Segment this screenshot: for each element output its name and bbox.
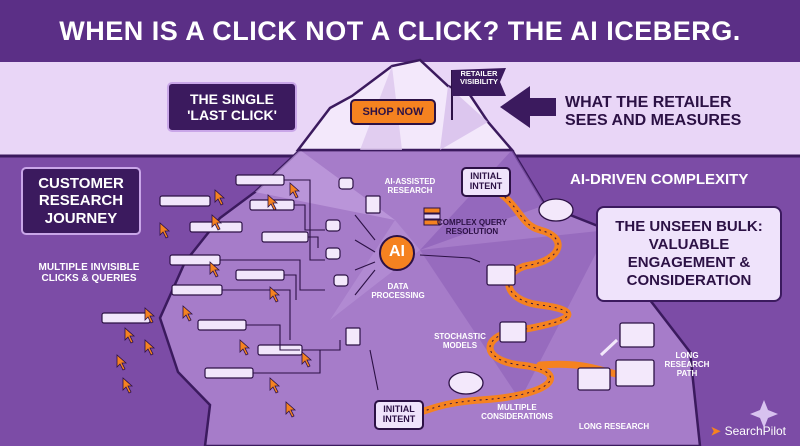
stochastic-label: STOCHASTIC MODELS [434, 332, 486, 350]
initial-intent-bottom-label: INITIAL INTENT [382, 404, 416, 424]
ai-research-label: AI-ASSISTED RESEARCH [384, 177, 436, 195]
brand-name: SearchPilot [724, 424, 786, 438]
thought-bubbles [448, 198, 574, 395]
path-screens [486, 264, 655, 391]
flag-cloth [452, 68, 506, 96]
retailer-sees-label: WHAT THE RETAILER SEES AND MEASURES [565, 94, 742, 129]
click-cursors [116, 182, 313, 418]
last-click-label: THE SINGLE 'LAST CLICK' [187, 90, 277, 123]
retailer-arrow [500, 86, 556, 128]
two-way-arrow [599, 338, 619, 357]
journey-label: CUSTOMER RESEARCH JOURNEY [38, 175, 124, 227]
unseen-bulk-box: THE UNSEEN BULK: VALUABLE ENGAGEMENT & C… [596, 206, 782, 302]
database-stack-icon [423, 207, 441, 226]
brand-sparkle-icon [750, 400, 778, 428]
unseen-bulk-label: THE UNSEEN BULK: VALUABLE ENGAGEMENT & C… [615, 218, 763, 289]
page-title: WHEN IS A CLICK NOT A CLICK? THE AI ICEB… [59, 15, 741, 46]
brand-mark-icon: ➤ [710, 424, 721, 438]
document-icons [345, 195, 381, 346]
complex-query-label: COMPLEX QUERY RESOLUTION [437, 218, 507, 236]
last-click-box: THE SINGLE 'LAST CLICK' [167, 82, 297, 132]
flag-label: RETAILER VISIBILITY [460, 69, 498, 87]
ai-node-label: AI [389, 243, 405, 260]
initial-intent-top-label: INITIAL INTENT [469, 171, 503, 191]
multiple-considerations-label: MULTIPLE CONSIDERATIONS [481, 403, 553, 421]
long-research-label: LONG RESEARCH [578, 422, 650, 431]
journey-box: CUSTOMER RESEARCH JOURNEY [21, 167, 141, 235]
robot-icons [325, 177, 354, 287]
data-processing-label: DATA PROCESSING [371, 282, 425, 300]
initial-intent-top: INITIAL INTENT [461, 167, 511, 197]
shop-now-button[interactable]: SHOP NOW [350, 99, 436, 125]
ai-brain [379, 235, 415, 271]
brand-logo: ➤ SearchPilot [711, 424, 786, 438]
ai-complexity-label: AI-DRIVEN COMPLEXITY [570, 171, 749, 188]
shop-now-label: SHOP NOW [362, 105, 424, 118]
initial-intent-bottom: INITIAL INTENT [374, 400, 424, 430]
long-research-path-label: LONG RESEARCH PATH [664, 351, 710, 378]
invisible-clicks-label: MULTIPLE INVISIBLE CLICKS & QUERIES [38, 262, 140, 284]
connector-lines [220, 179, 481, 391]
